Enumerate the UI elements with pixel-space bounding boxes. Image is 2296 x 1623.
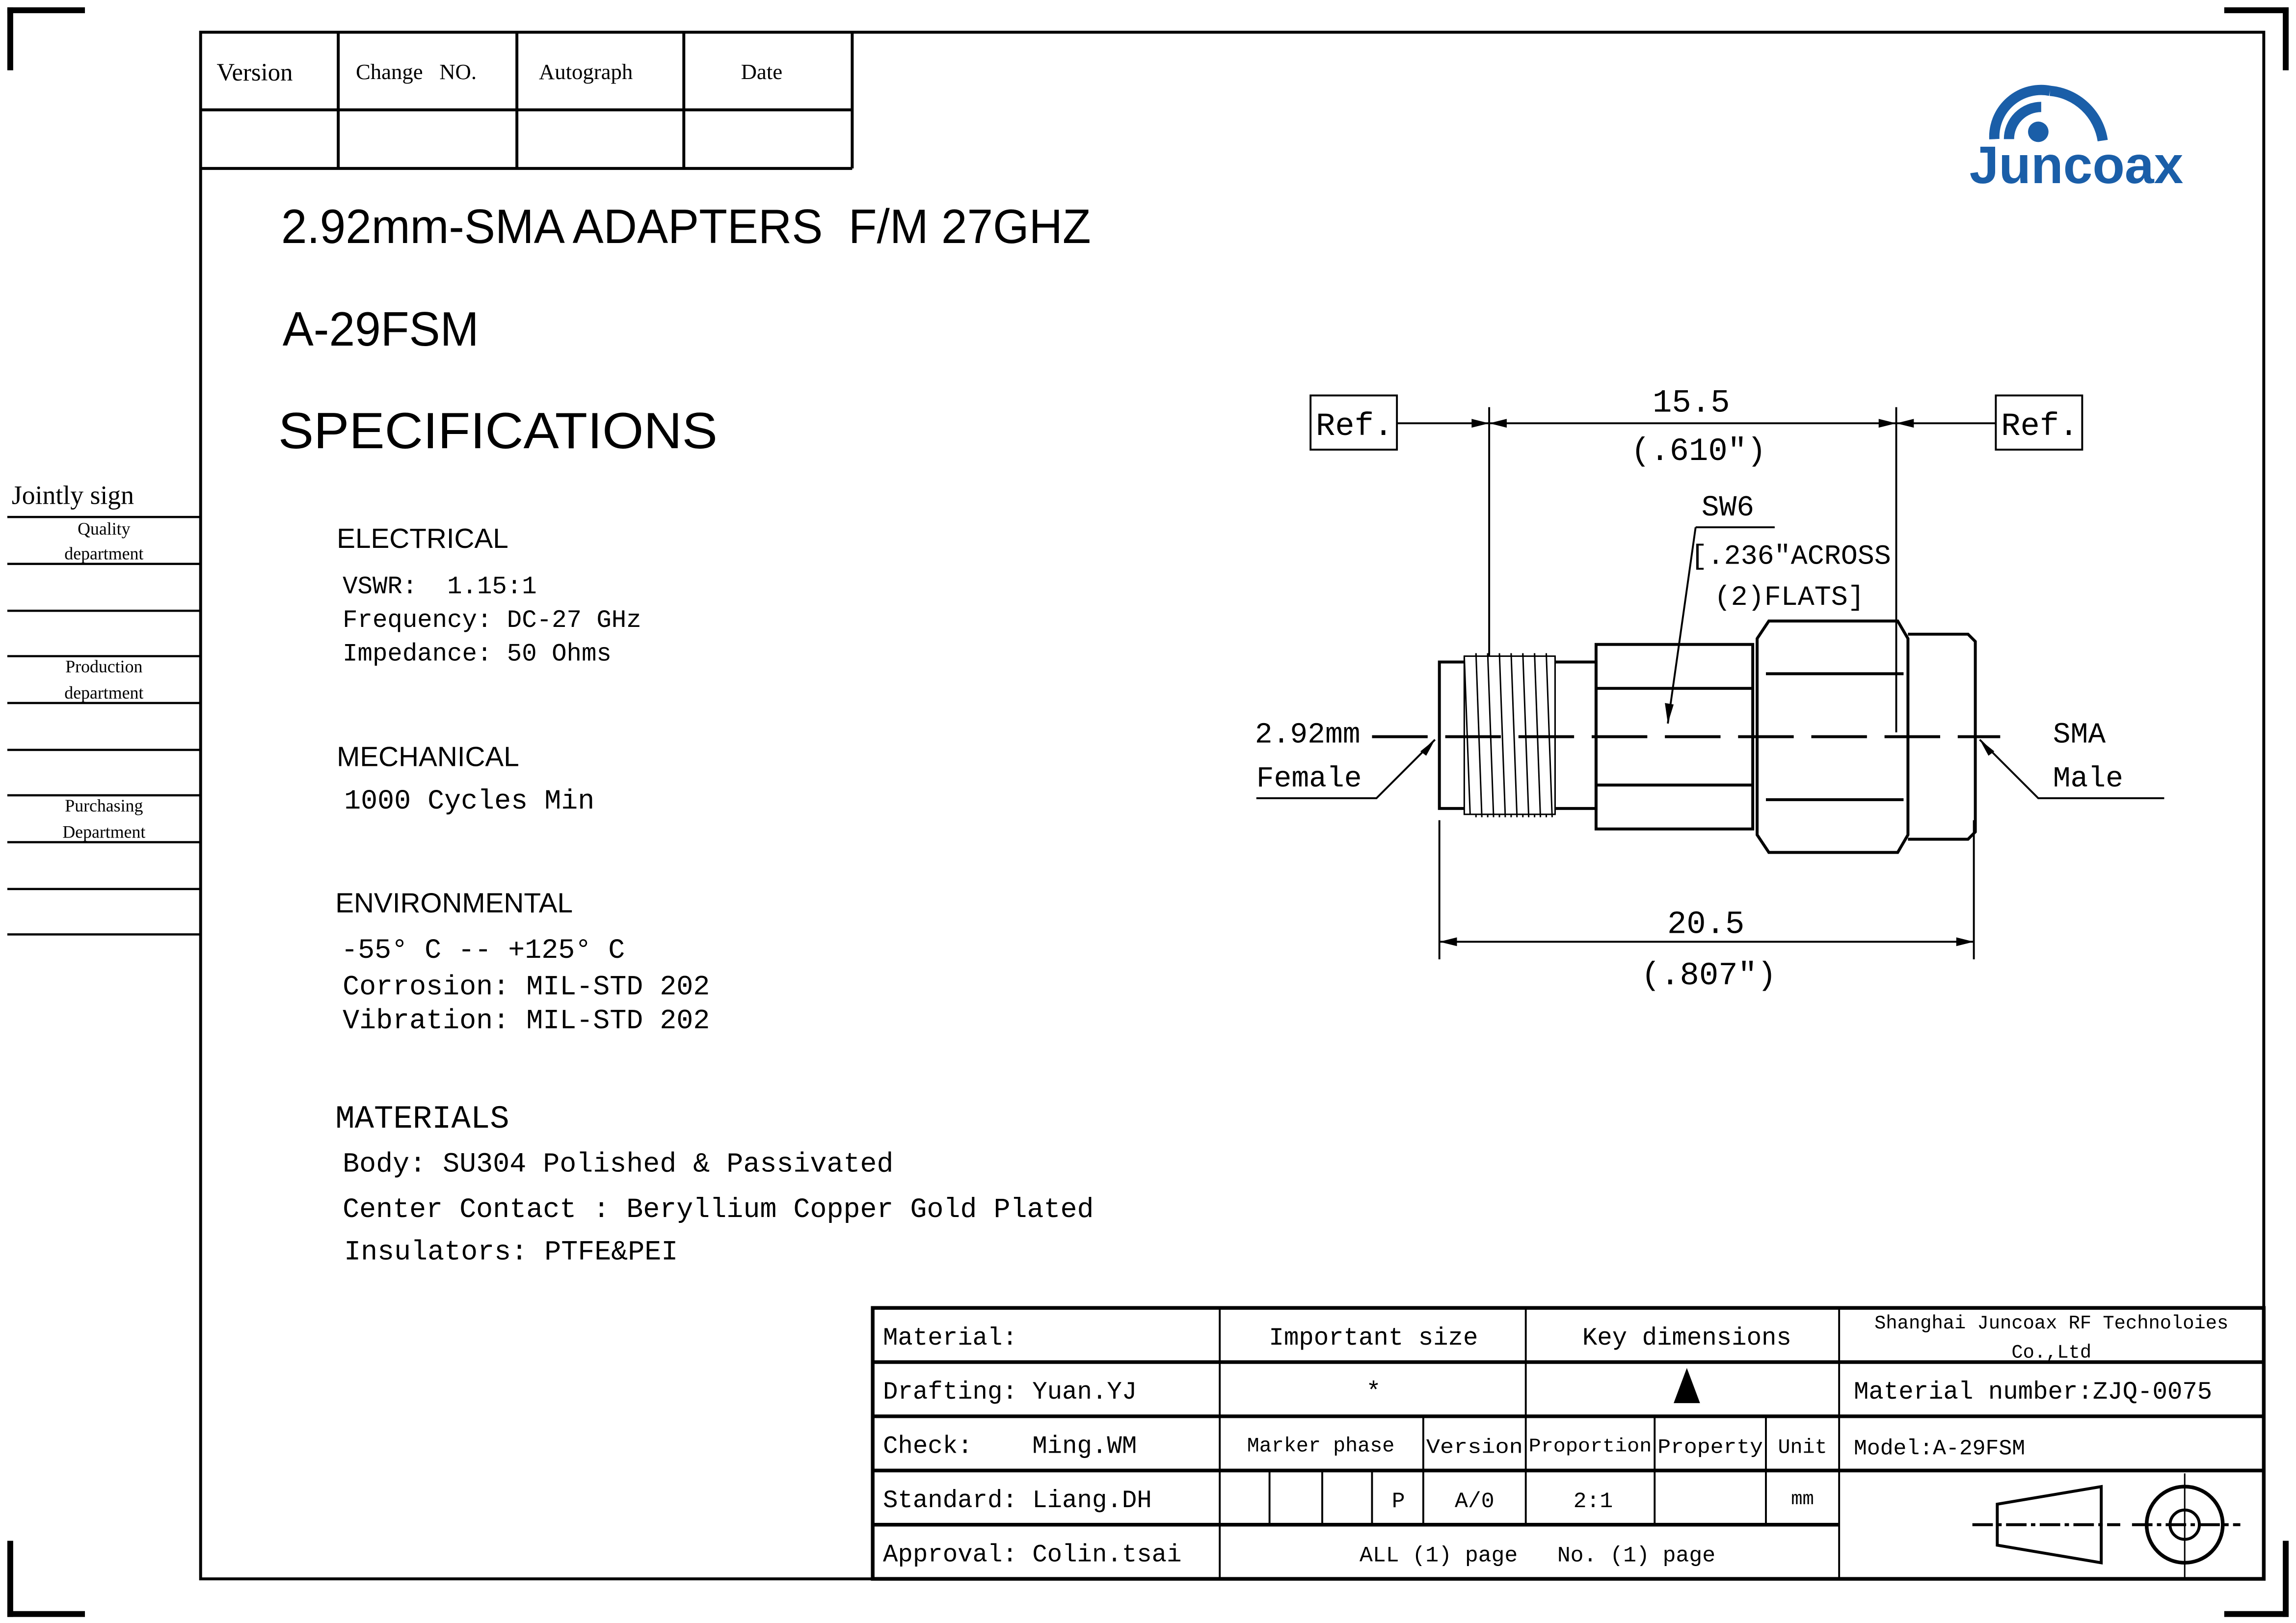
tb-unit: Unit: [1778, 1436, 1827, 1460]
dim-top-mm: 15.5: [1653, 384, 1730, 421]
tb-check: Check: Ming.WM: [883, 1433, 1137, 1461]
spec-vibration: Vibration: MIL-STD 202: [343, 1005, 710, 1037]
materials-heading: MATERIALS: [335, 1101, 509, 1137]
tb-unit-value: mm: [1791, 1488, 1814, 1510]
projection-symbol-icon: [1972, 1473, 2241, 1579]
tb-standard: Standard: Liang.DH: [883, 1487, 1152, 1515]
rev-header-change: Change NO.: [356, 59, 477, 84]
tb-company-1: Shanghai Juncoax RF Technoloies: [1874, 1313, 2228, 1334]
tb-version: Version: [1426, 1436, 1523, 1460]
dim-top-inch: (.610"): [1631, 433, 1766, 470]
specifications-heading: SPECIFICATIONS: [278, 402, 718, 460]
dept-quality-1: Quality: [78, 519, 130, 539]
tb-material-number: Material number:ZJQ-0075: [1854, 1379, 2212, 1407]
hex-nut: [1756, 619, 1910, 854]
tb-pages: ALL (1) page No. (1) page: [1360, 1543, 1715, 1568]
tb-model: Model:A-29FSM: [1854, 1437, 2025, 1461]
dim-bottom-inch: (.807"): [1641, 957, 1777, 994]
spec-frequency: Frequency: DC-27 GHz: [343, 607, 641, 635]
spec-impedance: Impedance: 50 Ohms: [343, 641, 612, 669]
tb-proportion: Proportion: [1529, 1436, 1652, 1458]
female-label-2: Female: [1256, 762, 1362, 795]
dept-purchasing-2: Department: [62, 822, 145, 842]
tb-proportion-value: 2:1: [1574, 1489, 1613, 1514]
spec-temperature: -55° C -- +125° C: [341, 935, 625, 967]
tb-phase-value: P: [1392, 1489, 1405, 1514]
male-label-1: SMA: [2053, 718, 2106, 752]
mechanical-heading: MECHANICAL: [337, 741, 519, 772]
environmental-heading: ENVIRONMENTAL: [335, 888, 573, 919]
tb-version-value: A/0: [1455, 1489, 1495, 1514]
tb-drafting: Drafting: Yuan.YJ: [883, 1379, 1137, 1407]
rev-header-version: Version: [217, 58, 293, 86]
jointly-sign-title: Jointly sign: [12, 480, 134, 510]
dept-purchasing-1: Purchasing: [65, 796, 143, 815]
tb-property: Property: [1657, 1436, 1763, 1460]
tb-material: Material:: [883, 1325, 1017, 1352]
spec-corrosion: Corrosion: MIL-STD 202: [343, 972, 710, 1003]
logo-text: Juncoax: [1970, 135, 2184, 194]
sw-note-flats: (2)FLATS]: [1714, 582, 1865, 614]
ref-right-label: Ref.: [2001, 408, 2079, 445]
dept-production-2: department: [64, 683, 143, 703]
male-label-2: Male: [2053, 762, 2123, 795]
spec-vswr: VSWR: 1.15:1: [343, 573, 537, 601]
sw-note-across: [.236"ACROSS: [1691, 541, 1891, 573]
sw-label: SW6: [1702, 491, 1754, 524]
tb-approval: Approval: Colin.tsai: [883, 1541, 1182, 1569]
tb-key-dimensions: Key dimensions: [1582, 1325, 1791, 1352]
ref-left-label: Ref.: [1316, 408, 1393, 445]
key-dimension-triangle-icon: [1674, 1368, 1700, 1404]
spec-cycles: 1000 Cycles Min: [344, 786, 594, 817]
product-title: 2.92mm-SMA ADAPTERS F/M 27GHZ: [281, 199, 1091, 253]
corner-marks: [7, 7, 2289, 1617]
material-body: Body: SU304 Polished & Passivated: [343, 1149, 893, 1181]
electrical-heading: ELECTRICAL: [337, 523, 508, 554]
product-model: A-29FSM: [283, 302, 479, 356]
rev-header-autograph: Autograph: [539, 59, 633, 84]
tb-important-mark: *: [1366, 1379, 1381, 1407]
dim-bottom-mm: 20.5: [1667, 906, 1745, 943]
dept-quality-2: department: [64, 544, 143, 564]
juncoax-logo: Juncoax: [1970, 84, 2184, 194]
dept-production-1: Production: [65, 656, 142, 676]
material-contact: Center Contact : Beryllium Copper Gold P…: [343, 1194, 1094, 1226]
material-insulators: Insulators: PTFE&PEI: [344, 1237, 678, 1269]
tb-important-size: Important size: [1269, 1325, 1478, 1352]
tb-marker-phase: Marker phase: [1247, 1434, 1395, 1458]
tb-company-2: Co.,Ltd: [2011, 1342, 2091, 1364]
rev-header-date: Date: [741, 59, 782, 84]
female-label-1: 2.92mm: [1255, 718, 1361, 752]
title-block: Material: Drafting: Yuan.YJ Check: Ming.…: [871, 1306, 2266, 1581]
revision-table: [200, 32, 854, 170]
jointly-sign-panel: Jointly sign Quality department Producti…: [7, 480, 201, 936]
adapter-drawing: Ref. Ref. 15.5 (.610") SW6 [.236"ACROSS …: [1255, 384, 2164, 994]
